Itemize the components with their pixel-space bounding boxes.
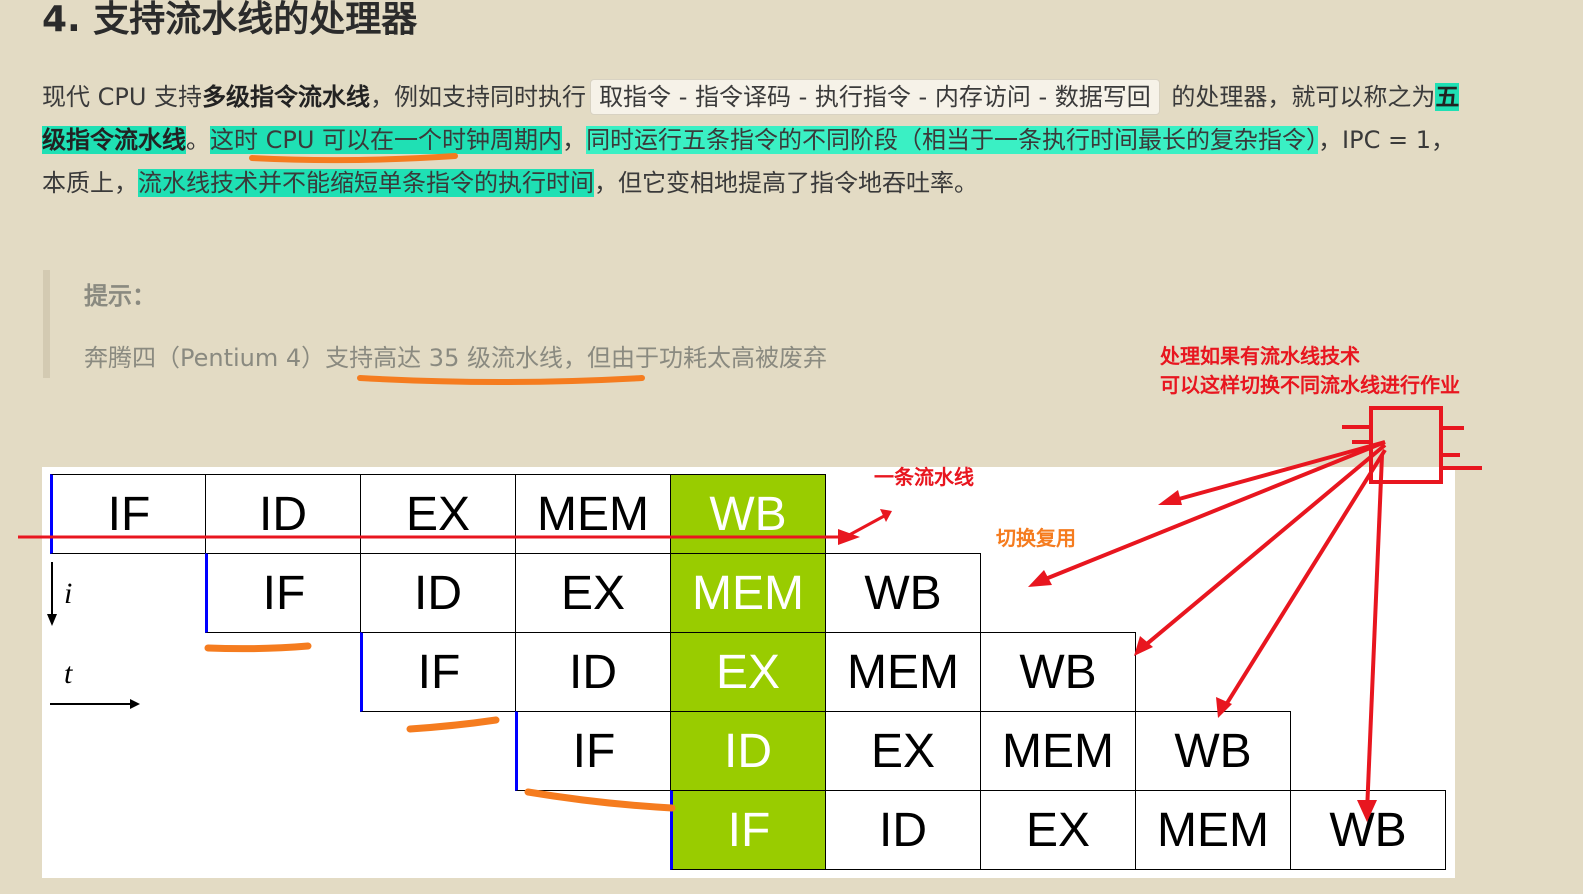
stage-cell-mem: MEM	[1135, 790, 1291, 870]
stage-cell-wb: WB	[670, 474, 826, 554]
para-text: ，但它变相地提高了指令地吞吐率。	[594, 169, 978, 197]
highlight-five-stages: 同时运行五条指令的不同阶段（相当于一条执行时间最长的复杂指令）	[586, 126, 1319, 154]
note-line-2: 可以这样切换不同流水线进行作业	[1160, 373, 1460, 397]
tip-text-part: 奔腾四（Pentium 4）	[84, 344, 326, 372]
stage-cell-ex: EX	[825, 711, 981, 791]
section-heading: 4. 支持流水线的处理器	[42, 0, 418, 40]
stage-cell-wb: WB	[980, 632, 1136, 712]
para-text: 。	[186, 126, 210, 154]
paragraph: 现代 CPU 支持多级指令流水线，例如支持同时执行取指令 - 指令译码 - 执行…	[42, 76, 1462, 205]
stage-cell-if: IF	[360, 632, 516, 712]
inline-code-stages: 取指令 - 指令译码 - 执行指令 - 内存访问 - 数据写回	[590, 79, 1160, 115]
para-text: 现代 CPU 支持	[42, 83, 203, 111]
para-bold-multistage: 多级指令流水线	[202, 83, 371, 111]
highlight-no-shorten: 流水线技术并不能缩短单条指令的执行时间	[138, 169, 594, 197]
stage-cell-if: IF	[50, 474, 206, 554]
stage-cell-if: IF	[205, 553, 361, 633]
tip-underlined-35-stage: 支持高达 35 级流水线	[325, 344, 563, 372]
highlight-one-cycle: 这时 CPU 可以在一个时钟周期内	[210, 126, 563, 154]
stage-cell-mem: MEM	[670, 553, 826, 633]
para-text: ，例如支持同时执行	[370, 83, 587, 111]
para-text: 的处理器，就可以称之为	[1163, 83, 1436, 111]
para-text: ，	[562, 126, 587, 154]
para-text: ，IPC = 1，本质上，	[42, 126, 1456, 197]
tip-title: 提示：	[84, 282, 156, 310]
note-line-1: 处理如果有流水线技术	[1160, 344, 1360, 368]
stage-cell-ex: EX	[670, 632, 826, 712]
label-switch-reuse: 切换复用	[996, 526, 1076, 550]
blockquote-bar	[43, 270, 50, 378]
axis-i-label: i	[64, 577, 73, 610]
stage-cell-if: IF	[670, 790, 826, 870]
axis-t-label: t	[64, 657, 73, 690]
axis-arrows	[47, 562, 140, 709]
label-one-pipeline: 一条流水线	[874, 465, 974, 489]
tip-text-part: ，但由于功耗太高被废弃	[562, 344, 827, 372]
tip-text: 奔腾四（Pentium 4）支持高达 35 级流水线，但由于功耗太高被废弃	[84, 338, 827, 373]
stage-cell-wb: WB	[1135, 711, 1291, 791]
